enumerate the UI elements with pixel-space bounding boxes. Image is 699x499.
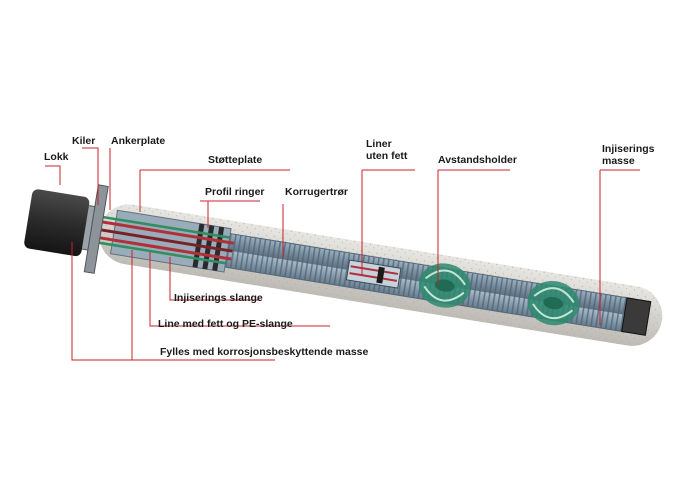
label-korrugertror: Korrugertrør <box>285 186 349 198</box>
tube-end-cap <box>621 297 652 336</box>
label-injmasse-line2: masse <box>602 155 635 167</box>
cap <box>24 189 90 257</box>
label-liner-line1: Liner <box>366 138 392 150</box>
leader-line-med-fett <box>149 252 330 327</box>
leader-lines <box>45 147 640 361</box>
label-injiserings-slange: Injiserings slange <box>174 292 263 304</box>
label-lokk: Lokk <box>44 151 69 163</box>
label-liner-uten-fett: Liner uten fett <box>366 138 407 162</box>
corrugated-tube <box>185 227 631 332</box>
leader-lokk <box>45 165 61 185</box>
label-kiler: Kiler <box>72 135 96 147</box>
liner-strand-1 <box>350 265 399 275</box>
label-liner-line2: uten fett <box>366 150 408 162</box>
label-injmasse-line1: Injiserings <box>602 143 655 155</box>
anchor-body <box>24 184 663 346</box>
leader-fylles-1 <box>71 242 275 361</box>
spacer-1 <box>418 263 471 308</box>
label-profil-ringer: Profil ringer <box>205 186 265 198</box>
label-fylles: Fylles med korrosjonsbeskyttende masse <box>160 346 369 358</box>
label-avstandsholder: Avstandsholder <box>438 154 517 166</box>
spacer-2 <box>527 281 580 326</box>
label-ankerplate: Ankerplate <box>111 135 166 147</box>
liner-clamp <box>376 266 385 284</box>
label-injiserings-masse: Injiserings masse <box>602 143 655 167</box>
label-stotteplate: Støtteplate <box>208 154 263 166</box>
liner-strand-2 <box>349 272 398 282</box>
leader-kiler <box>82 147 99 205</box>
leader-injslange <box>169 257 260 301</box>
label-line-med-fett: Line med fett og PE-slange <box>158 318 293 330</box>
